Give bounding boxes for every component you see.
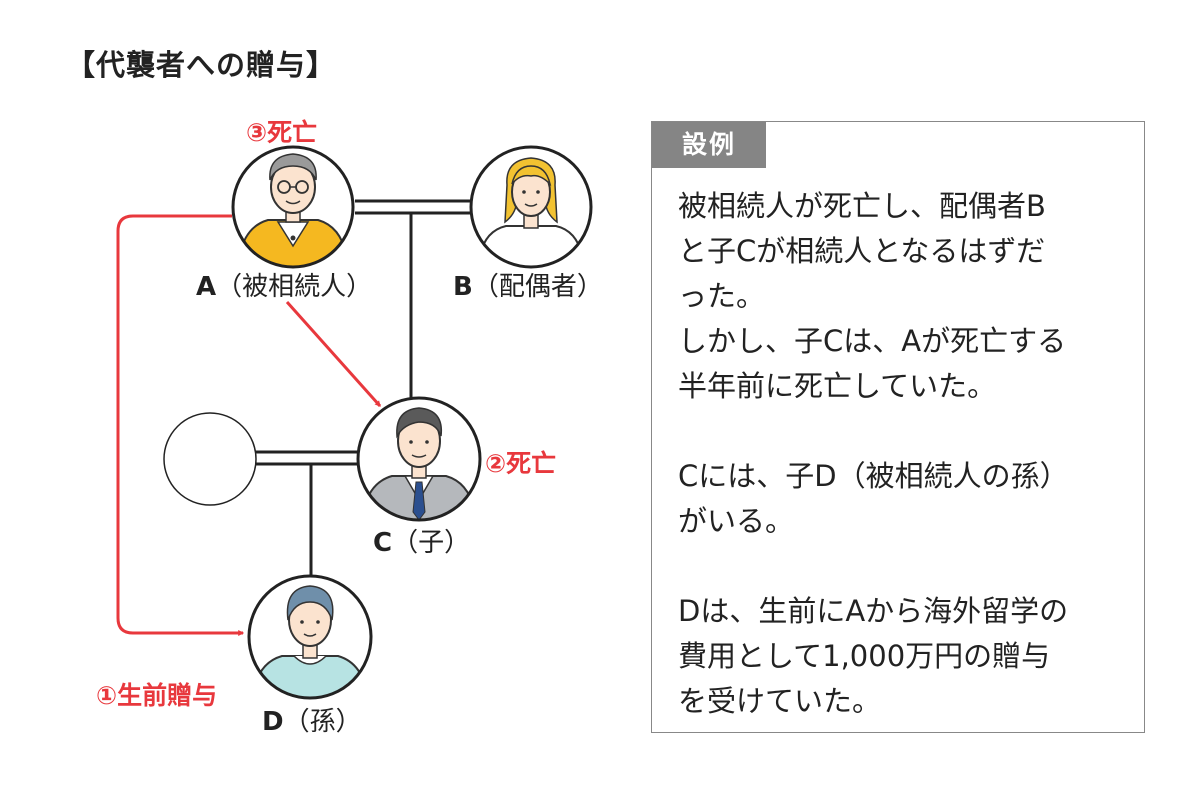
marriage-line-c-spouse: [256, 450, 358, 466]
example-text-line: った。: [678, 279, 766, 313]
example-text-line: しかし、子Cは、Aが死亡する: [678, 324, 1067, 358]
example-text-line: Dは、生前にAから海外留学の: [678, 594, 1069, 628]
empty-circle-icon: [163, 412, 257, 506]
person-c-label: C（子）: [373, 528, 471, 558]
example-tag: 設例: [652, 122, 766, 168]
businessman-avatar-icon: [356, 396, 482, 522]
elderly-man-avatar-icon: [231, 145, 355, 269]
elderly-woman-avatar-icon: [469, 145, 593, 269]
arrow-a-to-c: [285, 301, 382, 407]
example-blank-line: [678, 544, 1128, 589]
young-person-avatar-icon: [247, 574, 373, 700]
marriage-line-a-b: [355, 199, 470, 215]
example-text-line: を受けていた。: [678, 684, 882, 718]
person-a-label: A（被相続人）: [196, 272, 373, 302]
example-text-line: Cには、子D（被相続人の孫）: [678, 459, 1069, 493]
example-text-line: 費用として1,000万円の贈与: [678, 639, 1051, 673]
example-text-line: と子Cが相続人となるはずだ: [678, 234, 1046, 268]
example-text: 被相続人が死亡し、配偶者B と子Cが相続人となるはずだった。しかし、子Cは、Aが死…: [678, 184, 1128, 724]
example-blank-line: [678, 409, 1128, 454]
example-text-line: 被相続人が死亡し、配偶者B: [678, 189, 1046, 223]
gift-arrow-a-to-d: [116, 214, 245, 636]
gift-label: ①生前贈与: [96, 681, 218, 710]
person-d-label: D（孫）: [262, 707, 362, 737]
c-death-label: ②死亡: [485, 449, 557, 478]
a-death-label: ③死亡: [246, 118, 318, 147]
page-title: 【代襲者への贈与】: [66, 48, 337, 82]
person-b-label: B（配偶者）: [453, 272, 603, 302]
example-text-line: 半年前に死亡していた。: [678, 369, 997, 403]
example-text-line: がいる。: [678, 504, 795, 538]
example-box: 設例 被相続人が死亡し、配偶者B と子Cが相続人となるはずだった。しかし、子Cは、…: [651, 121, 1145, 733]
